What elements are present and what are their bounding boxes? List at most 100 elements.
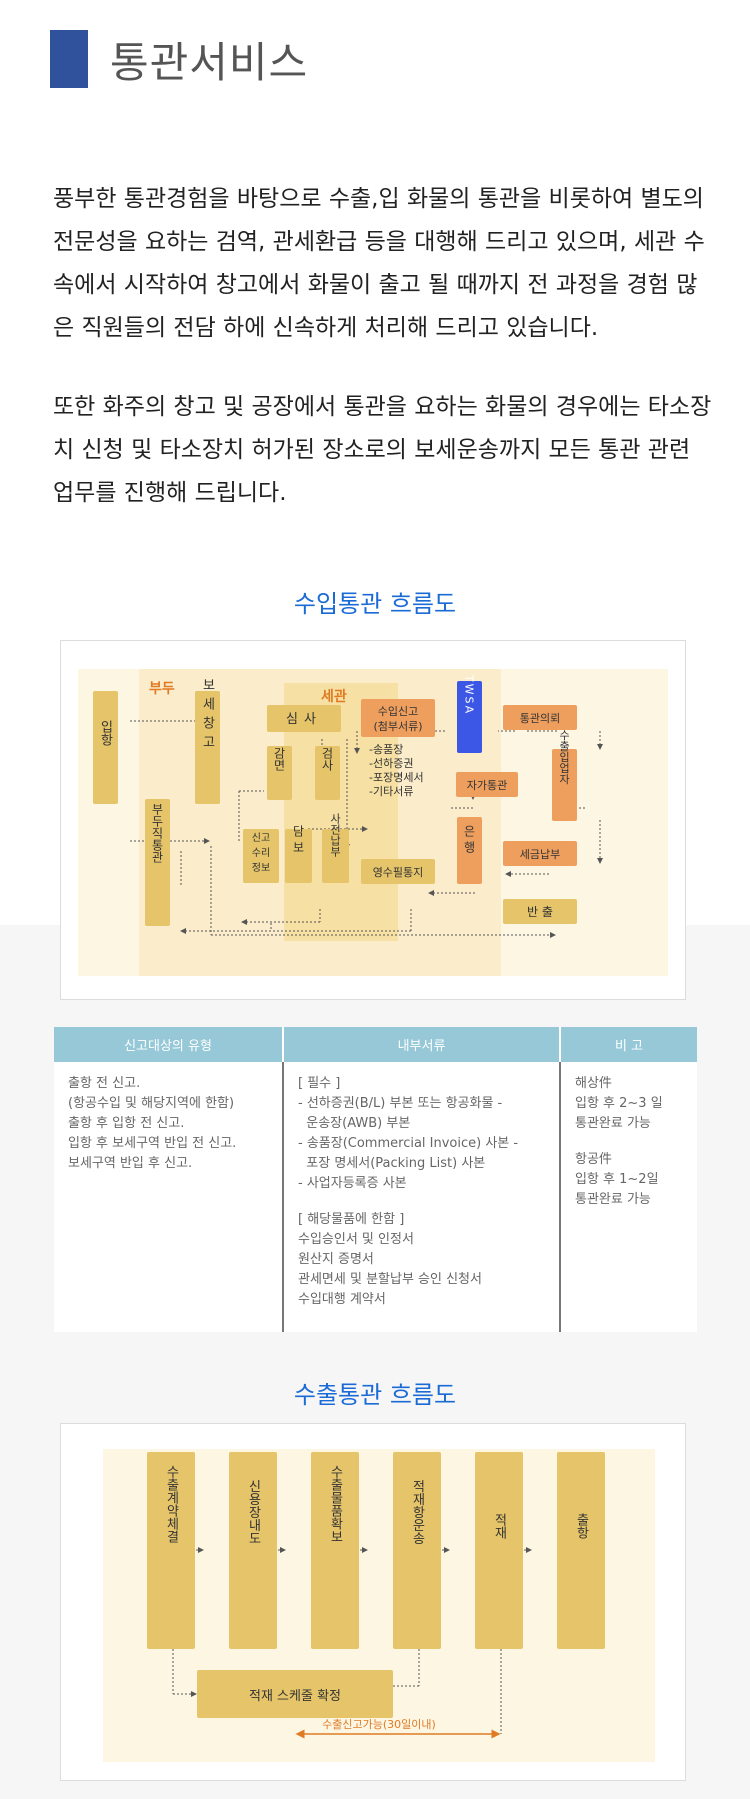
table-header-docs: 내부서류 — [284, 1027, 561, 1062]
export-step-4-text: 적재항운송 — [410, 1480, 425, 1545]
schedule-text: 적재 스케줄 확정 — [249, 1689, 341, 1704]
prepay-text: 사전납부 — [329, 813, 342, 857]
remark-air-line: 항공件 — [575, 1152, 612, 1167]
conditional-doc-line: 수입승인서 및 인정서 — [298, 1232, 414, 1247]
bonded-warehouse-text: 보세창고 — [200, 678, 215, 754]
pier-label: 부두 — [149, 681, 175, 697]
report-accept-line3: 정보 — [252, 862, 270, 874]
importer-box — [552, 749, 577, 821]
tax-payment-text: 세금납부 — [520, 848, 560, 861]
review-text: 심사 — [286, 712, 322, 727]
customs-label: 세관 — [321, 688, 347, 705]
page-title: 통관서비스 — [110, 37, 309, 87]
attached-docs-text: (첨부서류) — [373, 720, 422, 733]
guarantee-text: 담보 — [291, 825, 305, 857]
bank-box — [457, 817, 482, 884]
intro-paragraph-2: 또한 화주의 창고 및 공장에서 통관을 요하는 화물의 경우에는 타소장치 신… — [53, 394, 712, 506]
export-step-2-text: 신용장내도 — [246, 1480, 261, 1545]
doc-item-2: -선하증권 — [369, 756, 413, 770]
type-line: (항공수입 및 해당지역에 한함) — [68, 1096, 235, 1111]
remark-sea-line: 통관완료 가능 — [575, 1116, 651, 1131]
conditional-doc-line: 원산지 증명서 — [298, 1252, 374, 1267]
prepay-box — [322, 829, 349, 883]
report-accept-line1: 신고 — [252, 832, 270, 844]
doc-item-3: -포장명세서 — [369, 771, 424, 784]
receipt-notice-text: 영수필통지 — [373, 866, 424, 879]
export-step-1-text: 수출계약체결 — [164, 1465, 179, 1543]
importer-text: 수출입업자 — [558, 729, 571, 784]
declaration-types-cell: 출항 전 신고. (항공수입 및 해당지역에 한함) 출항 후 입항 전 신고.… — [54, 1062, 284, 1332]
twsa-box — [457, 681, 482, 753]
export-step-4-box — [393, 1452, 441, 1649]
import-flow-heading: 수입통관 흐름도 — [293, 590, 457, 618]
review-box — [267, 705, 341, 732]
conditional-doc-line: 관세면세 및 분할납부 승인 신청서 — [298, 1272, 482, 1287]
release-text: 반 출 — [527, 905, 553, 919]
export-flow-heading: 수출통관 흐름도 — [293, 1381, 457, 1409]
export-step-2-box — [229, 1452, 277, 1649]
bank-text: 은행 — [462, 825, 476, 857]
export-step-3-text: 수출물품확보 — [328, 1465, 343, 1543]
doc-item-4: -기타서류 — [369, 785, 413, 798]
pier-direct-box — [145, 799, 170, 926]
export-flow-svg: 수출계약체결 신용장내도 수출물품확보 적재항운송 적재 출항 적재 스케줄 확… — [103, 1449, 655, 1762]
release-box — [503, 899, 577, 924]
report-accept-line2: 수리 — [252, 847, 270, 859]
page-header: 통관서비스 — [50, 30, 308, 88]
export-step-1-box — [147, 1452, 195, 1649]
export-step-6-text: 출항 — [574, 1513, 589, 1539]
receipt-notice-box — [361, 859, 435, 884]
twsa-text: TWSA — [463, 674, 476, 715]
table-row: 출항 전 신고. (항공수입 및 해당지역에 한함) 출항 후 입항 전 신고.… — [54, 1062, 697, 1332]
remark-sea-line: 해상件 — [575, 1076, 612, 1091]
pier-direct-text: 부두직통관 — [150, 803, 164, 863]
export-step-6-box — [557, 1452, 605, 1649]
required-doc-line: 포장 명세서(Packing List) 사본 — [298, 1156, 486, 1171]
remarks-cell: 해상件 입항 후 2~3 일 통관완료 가능 항공件 입항 후 1~2일 통관완… — [561, 1062, 697, 1332]
remark-air-line: 통관완료 가능 — [575, 1192, 651, 1207]
clearance-request-text: 통관의뢰 — [520, 712, 560, 725]
arrival-text: 입항 — [98, 720, 113, 746]
required-doc-line: - 선하증권(B/L) 부본 또는 항공화물 - — [298, 1096, 503, 1111]
title-accent-bar — [50, 30, 88, 88]
window-text: 수출신고가능(30일이내) — [322, 1717, 436, 1731]
report-accept-box — [243, 829, 279, 883]
clearance-request-box — [503, 705, 577, 730]
table-header-type: 신고대상의 유형 — [54, 1027, 284, 1062]
export-step-5-text: 적재 — [492, 1513, 507, 1539]
type-line: 보세구역 반입 후 신고. — [68, 1156, 193, 1171]
schedule-box — [197, 1670, 393, 1718]
import-flow-diagram: 부두 세관 입항 보세창고 부두직통관 — [60, 640, 686, 1000]
declaration-table: 신고대상의 유형 내부서류 비 고 출항 전 신고. (항공수입 및 해당지역에… — [54, 1027, 697, 1332]
table-header-row: 신고대상의 유형 내부서류 비 고 — [54, 1027, 697, 1062]
import-flow-svg: 부두 세관 입항 보세창고 부두직통관 — [78, 669, 668, 976]
type-line: 출항 후 입항 전 신고. — [68, 1116, 185, 1131]
type-line: 출항 전 신고. — [68, 1076, 141, 1091]
internal-docs-cell: [ 필수 ] - 선하증권(B/L) 부본 또는 항공화물 - 운송장(AWB)… — [284, 1062, 561, 1332]
required-doc-line: - 송품장(Commercial Invoice) 사본 - — [298, 1136, 519, 1151]
conditional-title: [ 해당물품에 한함 ] — [298, 1212, 405, 1227]
export-step-5-box — [475, 1452, 523, 1649]
export-step-3-box — [311, 1452, 359, 1649]
guarantee-box — [285, 829, 312, 883]
import-declaration-text: 수입신고 — [378, 705, 418, 718]
tax-payment-box — [503, 841, 577, 866]
table-header-remarks: 비 고 — [614, 1039, 644, 1054]
required-title: [ 필수 ] — [298, 1076, 341, 1091]
self-clearance-text: 자가통관 — [467, 779, 507, 792]
arrival-box — [93, 691, 118, 804]
exemption-box — [267, 746, 292, 800]
intro-text: 풍부한 통관경험을 바탕으로 수출,입 화물의 통관을 비롯하여 별도의 전문성… — [53, 178, 713, 551]
intro-paragraph-1: 풍부한 통관경험을 바탕으로 수출,입 화물의 통관을 비롯하여 별도의 전문성… — [53, 186, 705, 341]
required-doc-line: 운송장(AWB) 부본 — [298, 1116, 411, 1131]
conditional-doc-line: 수입대행 계약서 — [298, 1292, 386, 1307]
remark-sea-line: 입항 후 2~3 일 — [575, 1096, 663, 1111]
exemption-text: 감면 — [272, 747, 286, 771]
required-doc-line: - 사업자등록증 사본 — [298, 1176, 407, 1191]
export-flow-diagram: 수출계약체결 신용장내도 수출물품확보 적재항운송 적재 출항 적재 스케줄 확… — [60, 1423, 686, 1781]
type-line: 입항 후 보세구역 반입 전 신고. — [68, 1136, 237, 1151]
remark-air-line: 입항 후 1~2일 — [575, 1172, 659, 1187]
bonded-warehouse-box — [195, 691, 220, 804]
doc-item-1: -송품장 — [369, 743, 403, 756]
inspection-box — [315, 746, 340, 800]
